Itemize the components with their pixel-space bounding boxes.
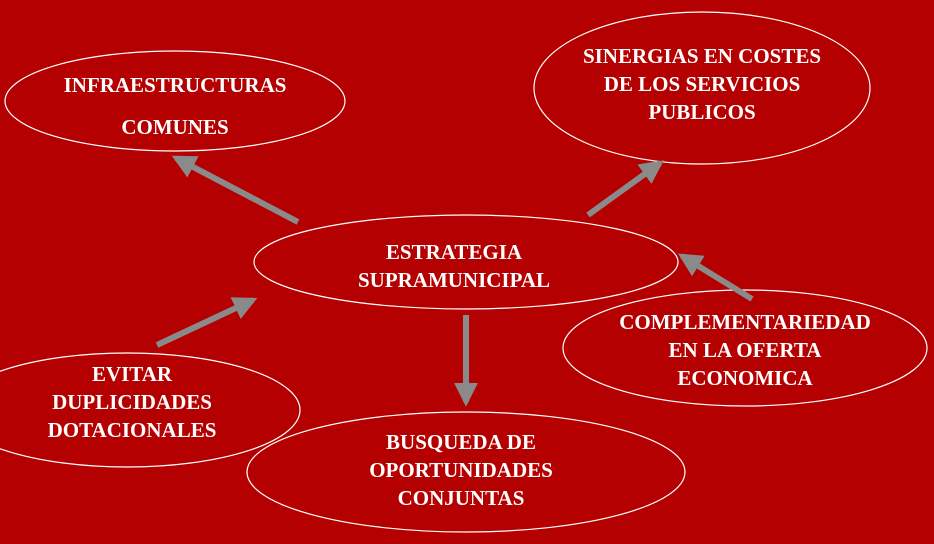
arrow-to-infraestructuras [171,155,300,225]
node-sinergias-ellipse [533,11,871,165]
node-center-line-2: SUPRAMUNICIPAL [357,268,551,292]
node-complementariedad-label: COMPLEMENTARIEDAD EN LA OFERTA ECONOMICA [585,308,905,392]
node-evitar-ellipse [0,352,301,468]
node-infraestructuras-ellipse [4,50,346,152]
node-busqueda-label: BUSQUEDA DE OPORTUNIDADES CONJUNTAS [311,428,611,512]
node-complementariedad-line-3: ECONOMICA [677,366,813,390]
node-infraestructuras-line-2: COMUNES [121,115,229,139]
node-infraestructuras-line-1: INFRAESTRUCTURAS [63,73,287,97]
arrow-from-complementariedad [677,253,754,302]
node-center-label: ESTRATEGIA SUPRAMUNICIPAL [304,238,604,294]
node-complementariedad-line-2: EN LA OFERTA [668,338,822,362]
node-busqueda-ellipse [246,411,686,533]
node-sinergias-label: SINERGIAS EN COSTES DE LOS SERVICIOS PUB… [552,42,852,126]
node-evitar-line-3: DOTACIONALES [47,418,217,442]
node-busqueda-line-3: CONJUNTAS [397,486,525,510]
node-complementariedad-line-1: COMPLEMENTARIEDAD [619,310,871,334]
node-sinergias-line-3: PUBLICOS [648,100,756,124]
node-sinergias-line-1: SINERGIAS EN COSTES [582,44,822,68]
node-evitar-label: EVITAR DUPLICIDADES DOTACIONALES [0,360,282,444]
node-evitar-line-1: EVITAR [91,362,173,386]
node-evitar-line-2: DUPLICIDADES [52,390,212,414]
node-sinergias-line-2: DE LOS SERVICIOS [603,72,801,96]
node-center-line-1: ESTRATEGIA [385,240,523,264]
node-complementariedad-ellipse [562,289,928,407]
arrow-from-evitar [155,297,258,348]
node-infraestructuras-label: INFRAESTRUCTURAS COMUNES [25,64,325,148]
arrow-to-sinergias [586,160,664,218]
node-busqueda-line-2: OPORTUNIDADES [369,458,553,482]
node-busqueda-line-1: BUSQUEDA DE [386,430,536,454]
